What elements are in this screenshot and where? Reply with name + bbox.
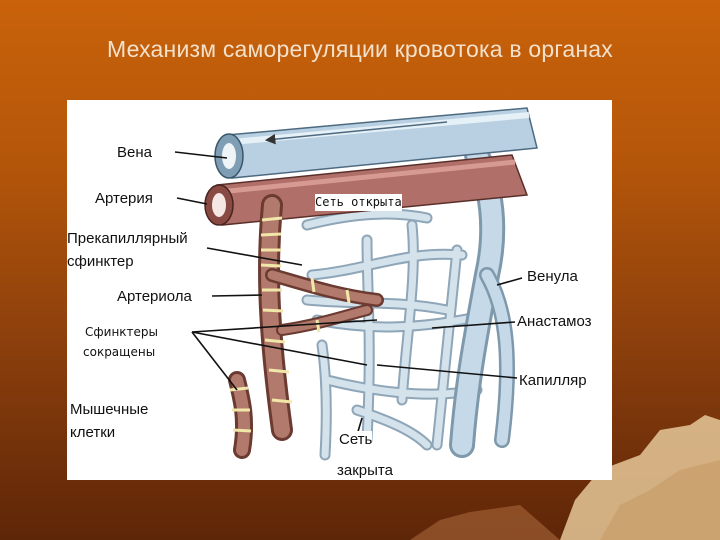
label-set-otkryta: Сеть открыта xyxy=(315,194,402,211)
label-prekapillyarny: Прекапиллярный xyxy=(67,230,188,247)
label-kletki: клетки xyxy=(70,424,116,441)
label-sfinktery: Сфинктеры xyxy=(85,324,158,340)
label-vena: Вена xyxy=(117,144,152,161)
label-venula: Венула xyxy=(527,268,578,285)
label-sokrashcheny: сокращены xyxy=(83,344,156,360)
label-set: Сеть xyxy=(339,431,373,448)
label-arteriola: Артериола xyxy=(117,288,192,305)
label-arteria: Артерия xyxy=(95,190,153,207)
slide-title: Механизм саморегуляции кровотока в орган… xyxy=(107,36,613,62)
label-sfinkter: сфинктер xyxy=(67,253,134,270)
vein xyxy=(214,107,538,179)
label-zakryta: закрыта xyxy=(337,462,393,479)
blood-vessel-diagram xyxy=(174,107,538,461)
pointer-lines xyxy=(174,151,523,436)
label-anastamoz: Анастамоз xyxy=(517,313,592,330)
label-myshechnye: Мышечные xyxy=(70,401,149,418)
artery xyxy=(204,154,529,226)
label-kapillyar: Капилляр xyxy=(519,372,587,389)
muscle-bands xyxy=(229,216,351,433)
diagram-panel: Вена Артерия Сеть открыта Прекапиллярный… xyxy=(67,100,612,480)
